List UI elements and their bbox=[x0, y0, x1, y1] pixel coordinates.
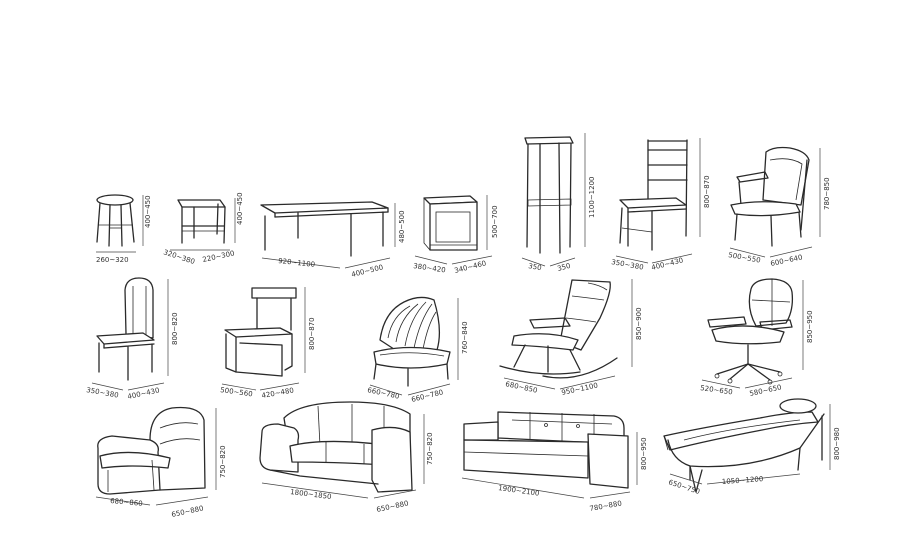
daybed-sofa bbox=[461, 411, 638, 499]
sofa-width-label: 1800~1850 bbox=[290, 488, 332, 501]
rocker-depth-label: 950~1100 bbox=[561, 381, 599, 397]
ladder-chair-depth-label: 400~430 bbox=[651, 256, 685, 272]
lounge-width-label: 1050~1200 bbox=[722, 475, 764, 486]
lounge-depth-label: 650~750 bbox=[667, 478, 700, 496]
cabinet-width-label: 380~420 bbox=[413, 262, 446, 274]
ladder-chair-width-label: 350~380 bbox=[611, 258, 644, 272]
barstool-width-label: 350 bbox=[528, 262, 543, 272]
chaise-lounge bbox=[663, 398, 831, 493]
wicker-height-label: 760~840 bbox=[461, 321, 469, 354]
stool-height-label: 400~450 bbox=[144, 195, 152, 228]
tubechair-height-label: 800~870 bbox=[308, 317, 316, 350]
rocking-chair bbox=[499, 279, 633, 390]
ladder-chair-height-label: 800~870 bbox=[703, 175, 711, 208]
high-back-chair bbox=[91, 277, 169, 391]
sofa bbox=[259, 401, 425, 499]
lounge-height-label: 800~980 bbox=[833, 427, 841, 460]
cabinet-depth-label: 340~460 bbox=[454, 259, 488, 275]
rocker-height-label: 850~900 bbox=[635, 307, 643, 340]
table bbox=[260, 201, 396, 269]
rocker-width-label: 680~850 bbox=[505, 380, 539, 395]
table-width-label: 920~1100 bbox=[278, 257, 316, 269]
office-width-label: 520~650 bbox=[700, 384, 733, 396]
table-height-label: 480~500 bbox=[398, 210, 406, 243]
clubchair-height-label: 750~820 bbox=[219, 445, 227, 478]
office-chair bbox=[701, 278, 804, 389]
wicker-chair bbox=[369, 296, 459, 396]
club-armchair bbox=[95, 406, 217, 506]
barstool-depth-label: 350 bbox=[556, 262, 571, 273]
daybed-width-label: 1900~2100 bbox=[498, 484, 540, 498]
daybed-depth-label: 780~880 bbox=[589, 499, 622, 513]
wicker-width-label: 660~780 bbox=[367, 386, 401, 401]
round-stool bbox=[96, 194, 144, 253]
armchair bbox=[729, 146, 821, 258]
ladder-back-chair bbox=[615, 138, 701, 264]
office-height-label: 850~950 bbox=[806, 310, 814, 343]
clubchair-width-label: 680~860 bbox=[110, 497, 143, 508]
cabinet bbox=[414, 195, 493, 265]
sofa-depth-label: 650~880 bbox=[376, 499, 410, 514]
wicker-depth-label: 660~780 bbox=[411, 388, 445, 404]
stool-width-label: 260~320 bbox=[96, 256, 129, 264]
armchair-width-label: 500~550 bbox=[728, 251, 761, 265]
armchair-height-label: 780~850 bbox=[823, 177, 831, 210]
tubechair-depth-label: 420~480 bbox=[261, 386, 294, 400]
tubular-chair bbox=[221, 287, 306, 391]
sofa-height-label: 750~820 bbox=[426, 432, 434, 465]
tubechair-width-label: 500~560 bbox=[220, 386, 253, 398]
highback-height-label: 800~820 bbox=[171, 312, 179, 345]
bench-depth-label: 220~300 bbox=[202, 249, 236, 264]
office-depth-label: 580~650 bbox=[749, 383, 783, 398]
bench-width-label: 320~380 bbox=[162, 248, 195, 266]
bar-stool bbox=[521, 133, 586, 267]
cabinet-height-label: 500~700 bbox=[491, 205, 499, 238]
bench-height-label: 400~450 bbox=[236, 192, 244, 225]
barstool-height-label: 1100~1200 bbox=[588, 177, 596, 219]
highback-depth-label: 400~430 bbox=[127, 386, 161, 401]
daybed-height-label: 800~950 bbox=[640, 437, 648, 470]
clubchair-depth-label: 650~880 bbox=[171, 504, 205, 519]
square-stool bbox=[170, 198, 236, 251]
